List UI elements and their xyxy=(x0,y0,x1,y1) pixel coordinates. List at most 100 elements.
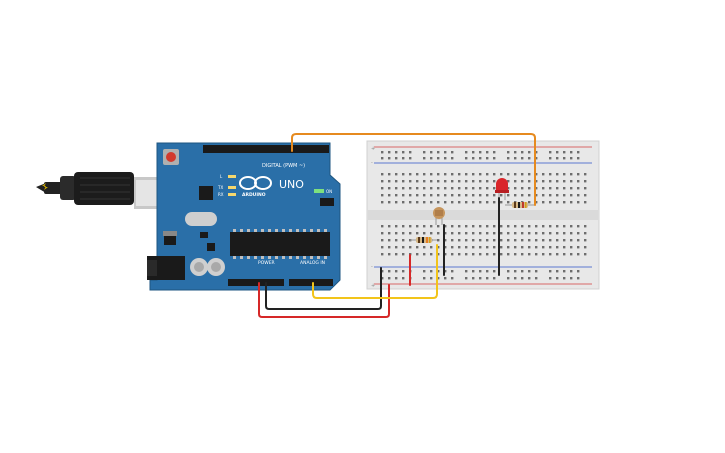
breadboard-hole[interactable] xyxy=(465,151,468,154)
usb-cable-icon[interactable] xyxy=(36,172,170,209)
breadboard-hole[interactable] xyxy=(409,194,412,197)
breadboard-hole[interactable] xyxy=(493,225,496,228)
breadboard-hole[interactable] xyxy=(556,246,559,249)
breadboard-hole[interactable] xyxy=(584,253,587,256)
breadboard-hole[interactable] xyxy=(577,201,580,204)
breadboard-hole[interactable] xyxy=(514,157,517,160)
breadboard-hole[interactable] xyxy=(549,157,552,160)
breadboard-hole[interactable] xyxy=(479,201,482,204)
breadboard-hole[interactable] xyxy=(402,225,405,228)
breadboard-hole[interactable] xyxy=(409,201,412,204)
breadboard-hole[interactable] xyxy=(486,277,489,280)
breadboard-hole[interactable] xyxy=(388,201,391,204)
breadboard-hole[interactable] xyxy=(381,173,384,176)
breadboard-hole[interactable] xyxy=(514,270,517,273)
breadboard-hole[interactable] xyxy=(493,173,496,176)
breadboard-hole[interactable] xyxy=(556,180,559,183)
breadboard-hole[interactable] xyxy=(388,151,391,154)
breadboard-hole[interactable] xyxy=(451,270,454,273)
breadboard-hole[interactable] xyxy=(430,277,433,280)
breadboard-hole[interactable] xyxy=(444,270,447,273)
breadboard-hole[interactable] xyxy=(556,270,559,273)
breadboard-hole[interactable] xyxy=(444,232,447,235)
breadboard-hole[interactable] xyxy=(458,201,461,204)
breadboard-hole[interactable] xyxy=(437,151,440,154)
breadboard-hole[interactable] xyxy=(542,201,545,204)
breadboard-hole[interactable] xyxy=(437,232,440,235)
breadboard-hole[interactable] xyxy=(570,239,573,242)
breadboard-hole[interactable] xyxy=(563,157,566,160)
breadboard-hole[interactable] xyxy=(416,180,419,183)
breadboard-hole[interactable] xyxy=(444,277,447,280)
breadboard-hole[interactable] xyxy=(570,180,573,183)
breadboard-hole[interactable] xyxy=(472,173,475,176)
analog-header[interactable] xyxy=(289,279,333,286)
breadboard-hole[interactable] xyxy=(472,157,475,160)
breadboard-hole[interactable] xyxy=(528,225,531,228)
breadboard-hole[interactable] xyxy=(479,187,482,190)
breadboard-hole[interactable] xyxy=(381,239,384,242)
breadboard-hole[interactable] xyxy=(472,277,475,280)
breadboard-hole[interactable] xyxy=(528,187,531,190)
breadboard-hole[interactable] xyxy=(570,194,573,197)
breadboard-hole[interactable] xyxy=(514,187,517,190)
breadboard-hole[interactable] xyxy=(493,201,496,204)
breadboard-hole[interactable] xyxy=(451,201,454,204)
breadboard-hole[interactable] xyxy=(577,151,580,154)
breadboard-hole[interactable] xyxy=(458,253,461,256)
breadboard-hole[interactable] xyxy=(479,151,482,154)
breadboard-hole[interactable] xyxy=(423,194,426,197)
breadboard-hole[interactable] xyxy=(395,187,398,190)
breadboard-hole[interactable] xyxy=(507,180,510,183)
breadboard-hole[interactable] xyxy=(423,157,426,160)
breadboard-hole[interactable] xyxy=(423,151,426,154)
breadboard-hole[interactable] xyxy=(381,187,384,190)
breadboard-hole[interactable] xyxy=(556,277,559,280)
breadboard-hole[interactable] xyxy=(465,246,468,249)
breadboard-hole[interactable] xyxy=(465,270,468,273)
breadboard-hole[interactable] xyxy=(458,232,461,235)
breadboard-hole[interactable] xyxy=(430,194,433,197)
breadboard-hole[interactable] xyxy=(381,232,384,235)
breadboard-hole[interactable] xyxy=(563,187,566,190)
wire-yellow[interactable] xyxy=(312,244,438,299)
breadboard-hole[interactable] xyxy=(535,201,538,204)
breadboard-hole[interactable] xyxy=(423,253,426,256)
breadboard-hole[interactable] xyxy=(521,151,524,154)
breadboard-hole[interactable] xyxy=(570,277,573,280)
breadboard-hole[interactable] xyxy=(570,201,573,204)
breadboard-hole[interactable] xyxy=(437,246,440,249)
breadboard-hole[interactable] xyxy=(465,157,468,160)
breadboard-hole[interactable] xyxy=(479,270,482,273)
breadboard-hole[interactable] xyxy=(528,253,531,256)
breadboard-hole[interactable] xyxy=(500,173,503,176)
breadboard-hole[interactable] xyxy=(458,246,461,249)
breadboard-hole[interactable] xyxy=(535,187,538,190)
breadboard-hole[interactable] xyxy=(430,173,433,176)
breadboard-hole[interactable] xyxy=(563,201,566,204)
breadboard-hole[interactable] xyxy=(570,173,573,176)
breadboard-hole[interactable] xyxy=(402,157,405,160)
breadboard-hole[interactable] xyxy=(444,246,447,249)
breadboard-hole[interactable] xyxy=(472,151,475,154)
breadboard-hole[interactable] xyxy=(563,194,566,197)
breadboard-hole[interactable] xyxy=(465,225,468,228)
breadboard-hole[interactable] xyxy=(584,239,587,242)
breadboard-hole[interactable] xyxy=(479,194,482,197)
breadboard-hole[interactable] xyxy=(577,270,580,273)
breadboard-hole[interactable] xyxy=(395,232,398,235)
breadboard-hole[interactable] xyxy=(444,151,447,154)
breadboard-hole[interactable] xyxy=(542,180,545,183)
breadboard-hole[interactable] xyxy=(577,239,580,242)
breadboard-hole[interactable] xyxy=(535,225,538,228)
breadboard-hole[interactable] xyxy=(521,277,524,280)
breadboard-hole[interactable] xyxy=(577,232,580,235)
breadboard-hole[interactable] xyxy=(395,180,398,183)
breadboard-hole[interactable] xyxy=(493,151,496,154)
breadboard-hole[interactable] xyxy=(430,151,433,154)
breadboard-hole[interactable] xyxy=(486,180,489,183)
breadboard-hole[interactable] xyxy=(500,239,503,242)
breadboard-hole[interactable] xyxy=(507,270,510,273)
breadboard-hole[interactable] xyxy=(507,225,510,228)
